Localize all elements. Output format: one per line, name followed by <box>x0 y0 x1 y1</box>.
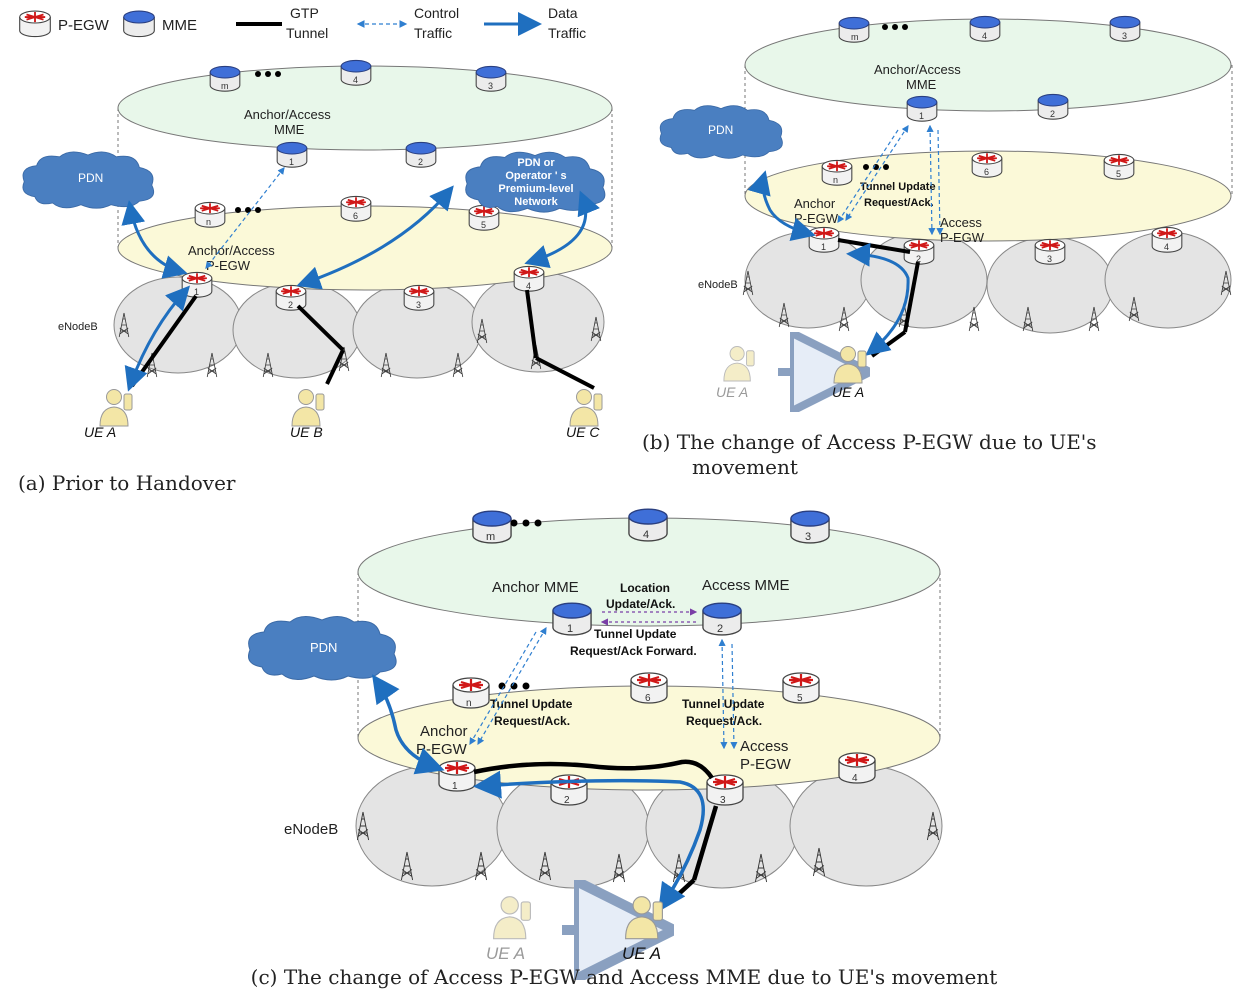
c-pegw-5: 5 <box>797 693 803 704</box>
b-ue-new: UE A <box>832 384 864 400</box>
b-anchor-mme-1: Anchor/Access <box>874 62 961 77</box>
panel-b: m 4 3 1 2 Anchor/Access MME n 6 5 1 2 3 … <box>642 15 1233 479</box>
caption-c: (c) The change of Access P-EGW and Acces… <box>251 965 998 989</box>
c-enb-2: 2 <box>564 795 570 806</box>
a-enodeb-label: eNodeB <box>58 321 98 333</box>
a-pdn-label: PDN <box>78 171 103 185</box>
c-tunnel-update-left-1: Tunnel Update <box>490 697 573 711</box>
a-ue-a: UE A <box>84 424 116 440</box>
caption-b-1: (b) The change of Access P-EGW due to UE… <box>642 430 1097 454</box>
legend-gtp-label-2: Tunnel <box>286 25 328 41</box>
b-anchor-1: Anchor <box>794 196 836 211</box>
a-ue-c: UE C <box>566 424 600 440</box>
legend-data-label-2: Traffic <box>548 25 586 41</box>
b-tunnel-update-2: Request/Ack. <box>864 197 934 209</box>
b-pegw-5: 5 <box>1116 169 1121 179</box>
a-enb-2: 2 <box>288 300 293 310</box>
a-anchor-pegw-2: P-EGW <box>206 258 251 273</box>
c-location-update-2: Update/Ack. <box>606 597 675 611</box>
a-anchor-mme-2: MME <box>274 122 305 137</box>
b-enb-3: 3 <box>1047 254 1052 264</box>
b-mme-m: m <box>851 32 859 42</box>
b-pegw-n: n <box>833 175 838 185</box>
b-access-2: P-EGW <box>940 230 985 245</box>
c-pegw-6: 6 <box>645 693 651 704</box>
a-mme-2: 2 <box>418 157 423 167</box>
b-ue-old: UE A <box>716 384 748 400</box>
legend-mme-icon <box>123 10 155 38</box>
panel-a: m 4 3 1 2 Anchor/Access MME n 6 5 Anchor… <box>18 59 613 495</box>
a-enb-1: 1 <box>194 287 199 297</box>
b-enodeb-label: eNodeB <box>698 279 738 291</box>
caption-b-2: movement <box>692 455 798 479</box>
c-mme-1: 1 <box>567 623 573 635</box>
c-mme-2: 2 <box>717 623 723 635</box>
c-ue-new: UE A <box>622 944 661 963</box>
c-anchor-1: Anchor <box>420 723 468 740</box>
b-anchor-mme-2: MME <box>906 77 937 92</box>
a-mme-4: 4 <box>353 75 358 85</box>
a-premium-1: PDN or <box>517 157 555 169</box>
b-mme-4: 4 <box>982 31 987 41</box>
b-mme-1: 1 <box>919 111 924 121</box>
c-ue-old: UE A <box>486 944 525 963</box>
a-enb-4: 4 <box>526 281 531 291</box>
b-anchor-2: P-EGW <box>794 211 839 226</box>
a-anchor-mme-1: Anchor/Access <box>244 107 331 122</box>
a-mme-3: 3 <box>488 81 493 91</box>
a-premium-2: Operator ' s <box>505 170 566 182</box>
legend-pegw-label: P-EGW <box>58 17 110 34</box>
a-anchor-pegw-1: Anchor/Access <box>188 243 275 258</box>
legend-control-label-1: Control <box>414 5 459 21</box>
b-pegw-6: 6 <box>984 167 989 177</box>
b-pdn-label: PDN <box>708 123 733 137</box>
b-tunnel-update-1: Tunnel Update <box>860 181 936 193</box>
legend-data-label-1: Data <box>548 5 578 21</box>
c-mme-m: m <box>486 531 495 543</box>
c-enodeb-label: eNodeB <box>284 821 338 838</box>
a-enb-3: 3 <box>416 300 421 310</box>
a-premium-4: Network <box>514 196 558 208</box>
b-mme-2: 2 <box>1050 109 1055 119</box>
a-premium-3: Premium-level <box>498 183 573 195</box>
legend-gtp-label-1: GTP <box>290 5 319 21</box>
a-mme-m: m <box>221 81 229 91</box>
c-tunnel-update-left-2: Request/Ack. <box>494 714 570 728</box>
c-location-update-1: Location <box>620 581 670 595</box>
c-anchor-2: P-EGW <box>416 741 468 758</box>
b-enb-4: 4 <box>1164 242 1169 252</box>
a-pegw-n: n <box>206 217 211 227</box>
c-enb-3: 3 <box>720 795 726 806</box>
b-access-1: Access <box>940 215 982 230</box>
c-anchor-mme: Anchor MME <box>492 579 579 596</box>
legend-mme-label: MME <box>162 17 197 34</box>
c-access-mme: Access MME <box>702 577 790 594</box>
legend-pegw-icon <box>18 10 52 38</box>
c-tunnel-forward-1: Tunnel Update <box>594 627 677 641</box>
b-enb-2: 2 <box>916 254 921 264</box>
a-mme-1: 1 <box>289 157 294 167</box>
c-enb-1: 1 <box>452 781 458 792</box>
b-mme-3: 3 <box>1122 31 1127 41</box>
a-pegw-5: 5 <box>481 220 486 230</box>
c-mme-3: 3 <box>805 531 811 543</box>
c-enb-4: 4 <box>852 773 858 784</box>
b-enb-1: 1 <box>821 242 826 252</box>
legend: P-EGW MME GTP Tunnel Control Traffic Dat… <box>18 5 586 41</box>
c-access-1: Access <box>740 738 788 755</box>
panel-c: m 4 3 1 2 Anchor MME Access MME Location… <box>247 508 998 989</box>
caption-a: (a) Prior to Handover <box>18 471 236 495</box>
legend-control-label-2: Traffic <box>414 25 452 41</box>
c-pegw-n: n <box>466 698 472 709</box>
a-pegw-6: 6 <box>353 211 358 221</box>
c-pdn-label: PDN <box>310 640 337 655</box>
a-ue-b: UE B <box>290 424 323 440</box>
c-access-2: P-EGW <box>740 756 792 773</box>
c-tunnel-forward-2: Request/Ack Forward. <box>570 644 697 658</box>
c-mme-4: 4 <box>643 529 649 541</box>
